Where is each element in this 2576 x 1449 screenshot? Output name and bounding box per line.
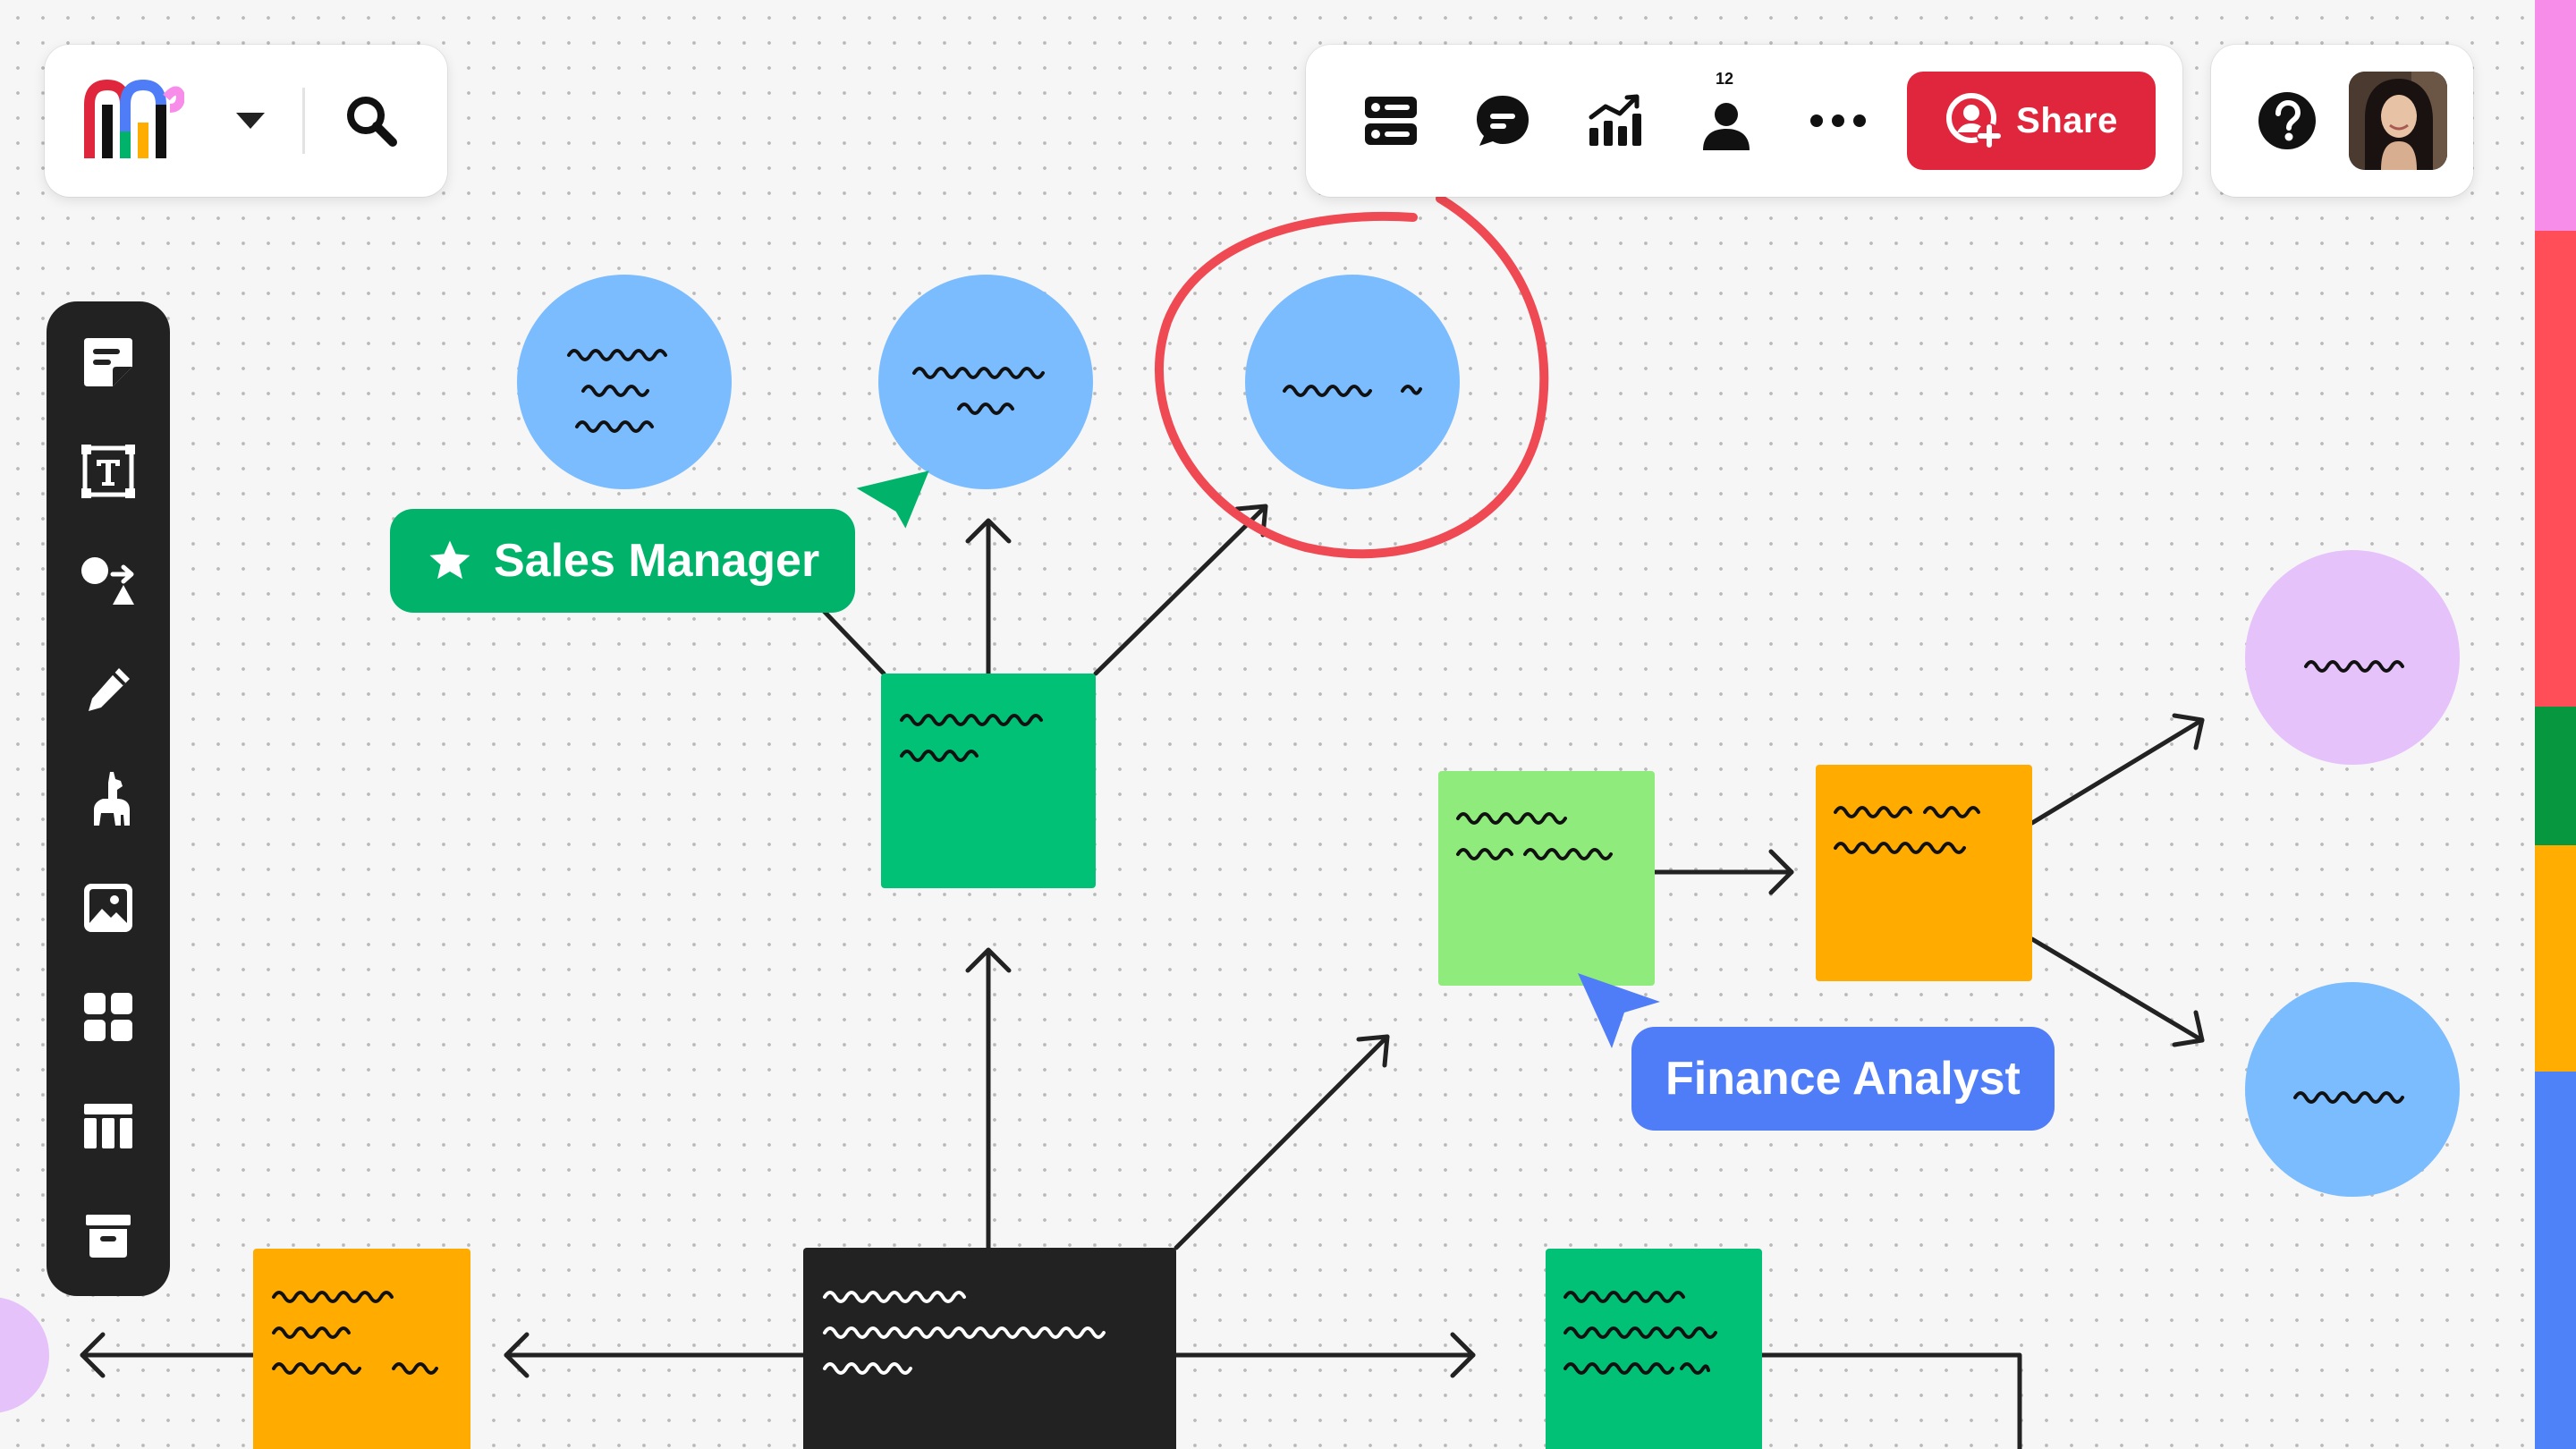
arrowhead-icon [2172,1010,2205,1047]
sticky-note[interactable] [253,1249,470,1449]
cursor-pointer-icon [856,470,929,529]
arrowhead-icon [965,518,1012,544]
search-icon[interactable] [331,85,411,157]
cursor-label-sales-manager: Sales Manager [390,509,856,613]
archive-tool[interactable] [72,1199,144,1271]
text-icon [81,445,135,498]
connector-arrow[interactable] [818,606,886,676]
sticky-note[interactable] [803,1248,1176,1449]
arrowhead-icon [1356,1034,1390,1068]
collaboration-panel: 12 Share [1306,45,2182,197]
share-label: Share [2016,100,2118,140]
help-icon[interactable] [2256,89,2318,152]
cursor-label-finance-analyst: Finance Analyst [1631,1027,2055,1131]
arrowhead-icon [1234,504,1268,538]
connector-arrow[interactable] [1174,1034,1390,1250]
connector-arrow[interactable] [2029,717,2205,826]
templates-icon [84,993,132,1041]
strip-segment [2535,707,2576,845]
strip-segment [2535,1072,2576,1449]
image-tool[interactable] [72,872,144,944]
circle-shape[interactable] [2245,550,2460,765]
share-button[interactable]: Share [1907,72,2156,170]
connectors [80,504,2205,1449]
chevron-down-icon[interactable] [224,94,277,148]
pen-tool[interactable] [72,654,144,725]
shapes-icon [81,557,134,605]
pen-icon [89,668,130,711]
sticky-note-icon [84,338,132,386]
table-icon [84,1104,132,1148]
scribble-text [272,349,2404,1375]
sticky-note-tool[interactable] [72,326,144,398]
divider [302,88,305,154]
sticky-note[interactable] [1438,771,1655,986]
strip-segment [2535,0,2576,231]
circle-shape[interactable] [2245,982,2460,1197]
circle-shape[interactable] [1245,275,1460,489]
sticky-note[interactable] [1816,765,2032,981]
templates-tool[interactable] [72,981,144,1053]
circle-shape[interactable] [517,275,732,489]
archive-icon [86,1215,131,1258]
shapes-tool[interactable] [72,545,144,616]
arrowhead-icon [2172,713,2205,750]
analytics-icon[interactable] [1565,85,1664,157]
ai-llama-tool[interactable] [72,763,144,835]
image-icon [84,884,132,932]
connector-arrow[interactable] [1759,1352,2022,1449]
star-icon [429,540,470,580]
strip-segment [2535,231,2576,707]
arrowhead-icon [80,1332,106,1378]
cursor-name: Sales Manager [494,535,820,587]
comment-icon[interactable] [1453,85,1552,157]
cursor-pointer-icon [1578,973,1660,1048]
circle-shape[interactable] [878,275,1093,489]
more-icon[interactable] [1789,85,1887,157]
miro-logo-icon[interactable] [80,72,188,170]
connector-arrow[interactable] [1093,504,1268,676]
text-tool[interactable] [72,436,144,507]
sticky-notes [253,674,2032,1449]
arrowhead-icon [504,1332,530,1378]
arrowhead-icon [1768,849,1794,895]
users-icon[interactable] [1677,85,1775,161]
avatar[interactable] [2349,72,2447,170]
arrowhead-icon [965,947,1012,973]
freehand-annotation[interactable] [1155,194,1549,559]
user-panel [2211,45,2473,197]
scribble-text-green [1563,1291,1717,1375]
cursor-name: Finance Analyst [1665,1053,2021,1105]
board-menu-panel [45,45,447,197]
connector-arrow[interactable] [2029,936,2205,1043]
add-user-icon [1946,93,2003,148]
board-list-icon[interactable] [1342,85,1440,157]
llama-icon [94,772,130,826]
circle-shape[interactable] [0,1297,49,1413]
sticky-note[interactable] [881,674,1096,888]
scribble-text-light [823,1291,1106,1375]
creation-toolbar [47,301,170,1296]
strip-segment [2535,845,2576,1072]
users-count-badge: 12 [1716,70,1734,88]
arrowhead-icon [1450,1332,1476,1378]
table-tool[interactable] [72,1090,144,1162]
circle-shapes [0,275,2460,1413]
sticky-note[interactable] [1546,1249,1762,1449]
